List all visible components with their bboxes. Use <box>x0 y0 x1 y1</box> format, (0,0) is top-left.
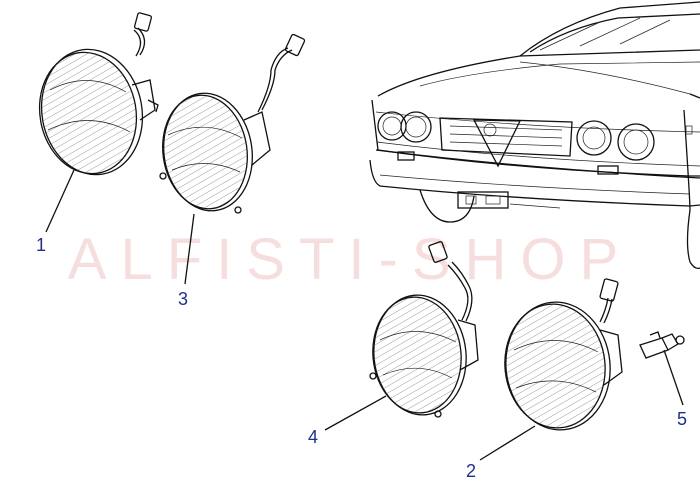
headlamp-1 <box>30 12 159 182</box>
headlamp-3 <box>155 33 306 215</box>
callout-5: 5 <box>677 409 688 429</box>
leader-line-2 <box>479 425 536 461</box>
callout-1: 1 <box>36 235 47 255</box>
callout-2: 2 <box>466 461 477 481</box>
car-front-illustration <box>369 1 700 270</box>
headlamp-2 <box>498 278 623 433</box>
leader-lines <box>45 169 684 461</box>
callout-4: 4 <box>308 427 319 447</box>
leader-line-4 <box>324 395 387 431</box>
callout-3: 3 <box>178 289 189 309</box>
bulb-holder-5 <box>639 331 685 359</box>
leader-line-5 <box>663 349 684 406</box>
leader-line-1 <box>45 169 75 233</box>
headlamp-4 <box>367 241 479 418</box>
leader-line-3 <box>184 213 195 285</box>
